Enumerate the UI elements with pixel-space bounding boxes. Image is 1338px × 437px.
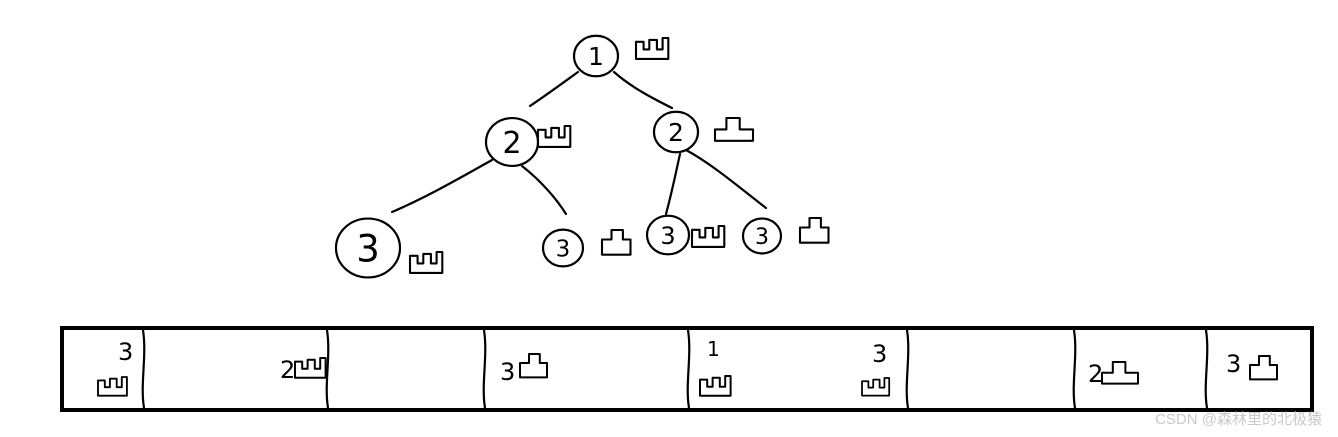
tree-edge-l-ll xyxy=(390,158,494,214)
cell-label: 3 xyxy=(1226,350,1241,378)
strip-divider xyxy=(1072,328,1077,410)
node-label: 3 xyxy=(556,236,571,262)
node-label: 1 xyxy=(588,42,604,71)
strip-cell-1: 3 xyxy=(97,338,133,397)
strip-divider xyxy=(686,328,691,410)
strip-cell-7: 3 xyxy=(1226,350,1278,381)
strip-border xyxy=(60,326,1314,412)
strip-cell-3: 3 xyxy=(500,353,548,386)
strip-divider xyxy=(1204,328,1209,410)
cell-shape-icon xyxy=(1101,361,1139,385)
node-label: 3 xyxy=(356,227,380,270)
tree-node-rr: 3 xyxy=(741,216,830,255)
tree-edge-r-rl xyxy=(664,152,682,216)
cell-label: 2 xyxy=(280,356,295,384)
cell-shape-icon xyxy=(519,353,548,379)
tree-node-rl: 3 xyxy=(645,214,726,256)
cell-left-label: 1 xyxy=(707,337,720,361)
tree-edges xyxy=(390,70,768,216)
tree-node-r: 2 xyxy=(652,110,755,154)
cell-label: 2 xyxy=(1088,360,1103,388)
tree-node-lr: 3 xyxy=(541,228,632,268)
node-circle xyxy=(741,217,783,255)
node-shape-icon xyxy=(690,224,726,248)
cell-right-label: 3 xyxy=(872,340,887,368)
strip-divider xyxy=(141,328,146,410)
node-circle xyxy=(541,228,585,268)
strip-cell-6: 2 xyxy=(1088,360,1139,388)
node-circle xyxy=(652,110,700,154)
strip-cell-2: 2 xyxy=(280,356,327,384)
tree-edge-r-rr xyxy=(684,148,768,210)
cell-label: 3 xyxy=(500,358,515,386)
node-shape-icon xyxy=(713,116,755,142)
node-shape-icon xyxy=(634,36,670,60)
tree-edge-l-lr xyxy=(520,164,568,216)
tree-edge-root-l xyxy=(528,70,580,108)
tree-node-l: 2 xyxy=(484,116,572,168)
strip-divider xyxy=(482,328,487,410)
node-label: 3 xyxy=(660,222,675,250)
tree-edge-root-r xyxy=(612,70,674,110)
strip-divider xyxy=(325,328,330,410)
cell-shape-icon xyxy=(294,357,327,379)
node-circle xyxy=(572,34,620,78)
node-circle xyxy=(334,217,402,279)
node-shape-icon xyxy=(798,216,830,244)
node-shape-icon xyxy=(408,250,444,274)
tree-node-ll: 3 xyxy=(334,217,444,279)
cell-shape-icon xyxy=(97,376,128,397)
node-label: 3 xyxy=(755,225,769,250)
tree-node-root: 1 xyxy=(572,34,670,78)
cell-left-shape-icon xyxy=(699,375,732,397)
cell-label: 3 xyxy=(118,338,133,366)
node-shape-icon xyxy=(536,124,572,148)
cell-shape-icon xyxy=(1249,355,1278,381)
node-label: 2 xyxy=(502,126,521,161)
node-shape-icon xyxy=(600,228,632,256)
cell-right-shape-icon xyxy=(861,377,891,397)
node-label: 2 xyxy=(668,118,684,147)
tree-nodes: 1 2 2 3 3 3 3 xyxy=(334,34,830,279)
watermark-text: CSDN @森林里的北极猿 xyxy=(1155,411,1322,428)
node-circle xyxy=(645,214,691,256)
strip-divider xyxy=(905,328,910,410)
